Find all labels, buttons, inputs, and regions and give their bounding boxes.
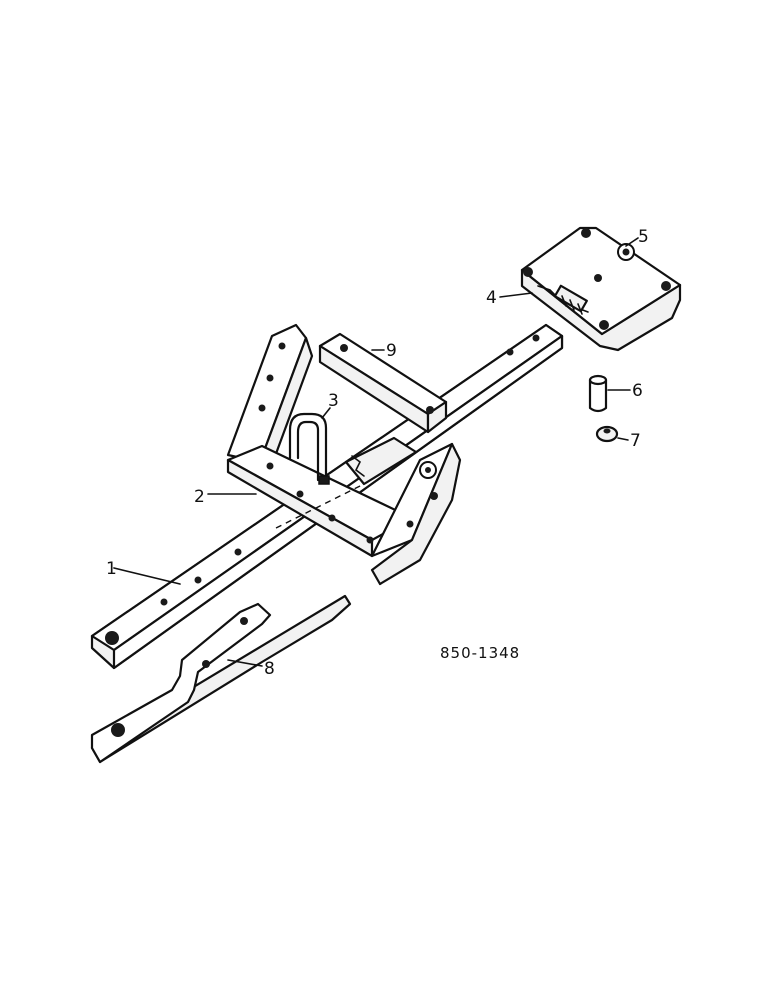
callout-9: 9 — [386, 341, 397, 361]
callout-1: 1 — [106, 559, 117, 579]
leader-lines — [113, 237, 639, 667]
callout-4: 4 — [486, 288, 497, 308]
callout-6: 6 — [632, 381, 643, 401]
callout-3: 3 — [328, 391, 339, 411]
part-6-pin — [588, 374, 608, 413]
part-7-washer — [595, 425, 619, 443]
drawing-reference-number: 850-1348 — [440, 644, 520, 662]
callout-2: 2 — [194, 487, 205, 507]
part-5-nut — [617, 243, 635, 261]
part-9-clamp-plate — [318, 332, 448, 434]
callout-5: 5 — [638, 227, 649, 247]
part-3-u-bolt — [288, 412, 330, 485]
part-8-offset-bar — [90, 594, 352, 764]
callout-7: 7 — [630, 431, 641, 451]
callout-8: 8 — [264, 659, 275, 679]
part-2-bracket-frame — [226, 323, 462, 586]
part-4-mounting-plate — [520, 226, 682, 352]
